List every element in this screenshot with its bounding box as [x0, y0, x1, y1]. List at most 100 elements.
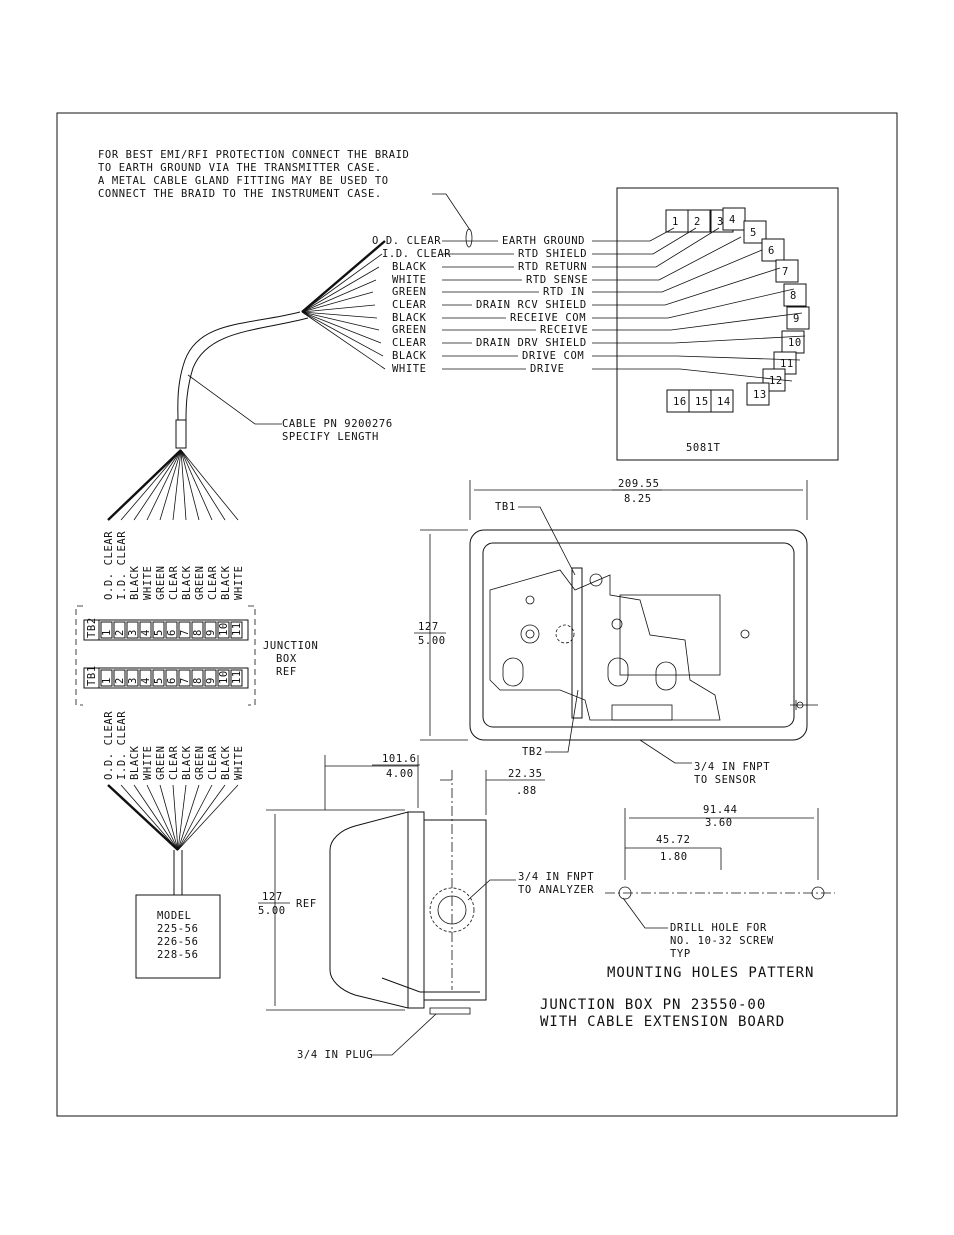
- wire-color-label: WHITE: [392, 363, 427, 375]
- tb1-wire-label: WHITE: [233, 745, 245, 780]
- fan-bottom-strand: [177, 784, 200, 851]
- tb1-terminal: [230, 669, 243, 687]
- callout-tb1: TB1: [495, 501, 516, 513]
- tb1-terminal-number: 5: [153, 677, 165, 684]
- terminal-label: 6: [768, 245, 775, 257]
- wire-signal-label: RTD SHIELD: [518, 248, 587, 260]
- tb2-label: TB2: [86, 617, 98, 638]
- tb2-wire-label: GREEN: [155, 565, 167, 600]
- fan-bottom-strand: [177, 784, 239, 851]
- tb1-wire-label: CLEAR: [207, 745, 219, 780]
- tb2-terminal: [126, 621, 139, 639]
- tb2-terminal-number: 10: [218, 622, 230, 636]
- fan-bottom-strand: [177, 784, 187, 851]
- wire-to-terminal: [592, 227, 675, 242]
- tb2-terminal: [217, 621, 230, 639]
- callout-analyzer-2: TO ANALYZER: [518, 884, 594, 896]
- cable-inner: [185, 317, 309, 421]
- tb2-terminal-number: 11: [231, 622, 243, 636]
- wire-signal-label: RECEIVE: [540, 324, 588, 336]
- fan-top-strand: [107, 449, 182, 521]
- note-line-2: TO EARTH GROUND VIA THE TRANSMITTER CASE…: [98, 162, 382, 174]
- callout-sensor-1: 3/4 IN FNPT: [694, 761, 770, 773]
- tb2-terminal-number: 2: [114, 629, 126, 636]
- drawing-frame: [56, 112, 898, 1117]
- terminal-label: 4: [729, 214, 736, 226]
- terminal-label: 13: [753, 389, 767, 401]
- tb1-terminal-number: 2: [114, 677, 126, 684]
- wire-strand: [301, 311, 384, 357]
- dim-side-height-in: 5.00: [258, 905, 286, 917]
- callout-plug: 3/4 IN PLUG: [297, 1049, 373, 1061]
- callout-drill-2: NO. 10-32 SCREW: [670, 935, 774, 947]
- terminal-16: [666, 389, 690, 413]
- wire-color-label: GREEN: [392, 286, 427, 298]
- junction-label-3: REF: [276, 666, 297, 678]
- note-leader: [432, 193, 471, 231]
- fan-bottom-strand: [177, 784, 213, 851]
- wire-to-terminal: [592, 288, 795, 319]
- tb1-terminal: [139, 669, 152, 687]
- tb2-terminal-number: 6: [166, 629, 178, 636]
- tb2-terminal: [230, 621, 243, 639]
- tb1-terminal: [217, 669, 230, 687]
- fan-bottom-strand: [133, 784, 179, 851]
- terminal-label: 9: [793, 313, 800, 325]
- cable-end: [175, 419, 187, 449]
- wire-color-label: CLEAR: [392, 337, 427, 349]
- wire-to-terminal: [592, 335, 806, 344]
- tb1-label: TB1: [86, 665, 98, 686]
- model-label: MODEL: [157, 910, 192, 922]
- wire-signal-label: EARTH GROUND: [502, 235, 585, 247]
- wire-signal-label: DRIVE COM: [522, 350, 584, 362]
- emi-note: FOR BEST EMI/RFI PROTECTION CONNECT THE …: [98, 149, 409, 200]
- wire-strand: [301, 279, 377, 313]
- tb1-wire-label: GREEN: [194, 745, 206, 780]
- dim-side-width-line: [324, 755, 419, 810]
- terminal-label: 8: [790, 290, 797, 302]
- junction-bracket: [75, 605, 256, 706]
- wire-strand: [301, 311, 382, 344]
- tb1-terminal-number: 6: [166, 677, 178, 684]
- tb1-wire-label: GREEN: [155, 745, 167, 780]
- tb1-label-cell: [83, 667, 100, 689]
- tb1-terminal: [165, 669, 178, 687]
- cable-leader: [187, 374, 282, 425]
- dim-offset-in: .88: [516, 785, 537, 797]
- fan-top-strand: [120, 449, 182, 521]
- dim-side-width-in: 4.00: [386, 768, 414, 780]
- wire-color-label: GREEN: [392, 324, 427, 336]
- fan-top-strand: [159, 449, 182, 521]
- tb1-wire-label: O.D. CLEAR: [103, 711, 115, 780]
- tb2-wire-label: GREEN: [194, 565, 206, 600]
- terminal-label: 2: [694, 216, 701, 228]
- tb2-terminal-number: 8: [192, 629, 204, 636]
- callout-analyzer-1: 3/4 IN FNPT: [518, 871, 594, 883]
- wire-strand: [301, 253, 383, 313]
- wire-signal-label: DRIVE: [530, 363, 565, 375]
- tb2-wire-label: BLACK: [129, 565, 141, 600]
- wire-to-terminal: [592, 267, 781, 306]
- transmitter-board: [616, 187, 839, 461]
- wire-color-label: CLEAR: [392, 299, 427, 311]
- dim-hole-half-in: 1.80: [660, 851, 688, 863]
- wire-to-terminal: [592, 227, 697, 255]
- wire-strand: [301, 240, 386, 313]
- tb1-terminal: [113, 669, 126, 687]
- dim-hole-span-in: 3.60: [705, 817, 733, 829]
- dim-height-line: [420, 529, 468, 741]
- transmitter-model: 5081T: [686, 442, 721, 454]
- terminal-2: [687, 209, 711, 233]
- terminal-label: 14: [717, 396, 731, 408]
- terminal-label: 11: [780, 358, 794, 370]
- tb2-terminal: [165, 621, 178, 639]
- wire-signal-label: RTD RETURN: [518, 261, 587, 273]
- tb1-wire-label: CLEAR: [168, 745, 180, 780]
- terminal-label: 7: [782, 266, 789, 278]
- fan-top-strand: [180, 449, 213, 521]
- terminal-5: [743, 220, 767, 244]
- tb2-label-cell: [83, 619, 100, 641]
- braid-symbol: [465, 228, 473, 248]
